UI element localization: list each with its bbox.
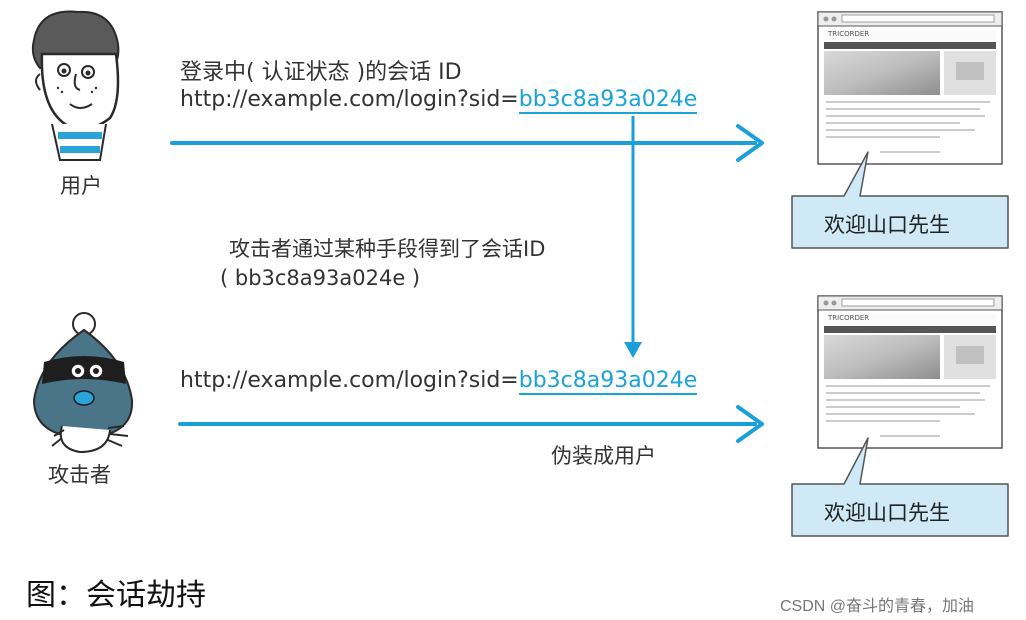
watermark: CSDN @奋斗的青春，加油 [780,598,975,615]
attacker-figure-icon [32,312,134,454]
attacker-label: 攻击者 [48,463,111,487]
attacker-request-arrow [178,405,764,443]
attacker-request-url: http://example.com/login?sid=bb3c8a93a02… [180,368,698,395]
site-name-top: TRICORDER [828,30,870,38]
user-label: 用户 [60,174,102,198]
user-figure-icon [31,10,120,161]
server-page-top [817,11,1003,165]
user-request-title: 登录中( 认证状态 )的会话 ID [180,60,462,85]
attacker-obtained-note: 攻击者通过某种手段得到了会话ID [229,237,546,261]
user-url-prefix: http://example.com/login?sid= [180,87,519,112]
user-request-url: http://example.com/login?sid=bb3c8a93a02… [180,87,698,114]
user-session-id: bb3c8a93a024e [518,87,698,114]
attacker-session-id: bb3c8a93a024e [518,368,698,395]
user-request-arrow [170,124,764,162]
attacker-url-prefix: http://example.com/login?sid= [180,368,519,393]
site-name-bottom: TRICORDER [828,314,870,322]
server-page-bottom [817,295,1003,449]
impersonate-label: 伪装成用户 [551,444,656,468]
attacker-obtained-sid: ( bb3c8a93a024e ) [220,266,421,290]
sid-leak-arrow [624,116,642,358]
greeting-bottom-text: 欢迎山口先生 [824,501,950,525]
greeting-top-text: 欢迎山口先生 [824,213,950,237]
greeting-bubble-bottom [791,437,1009,537]
greeting-bubble-top [791,151,1009,249]
figure-caption: 图：会话劫持 [26,578,206,613]
